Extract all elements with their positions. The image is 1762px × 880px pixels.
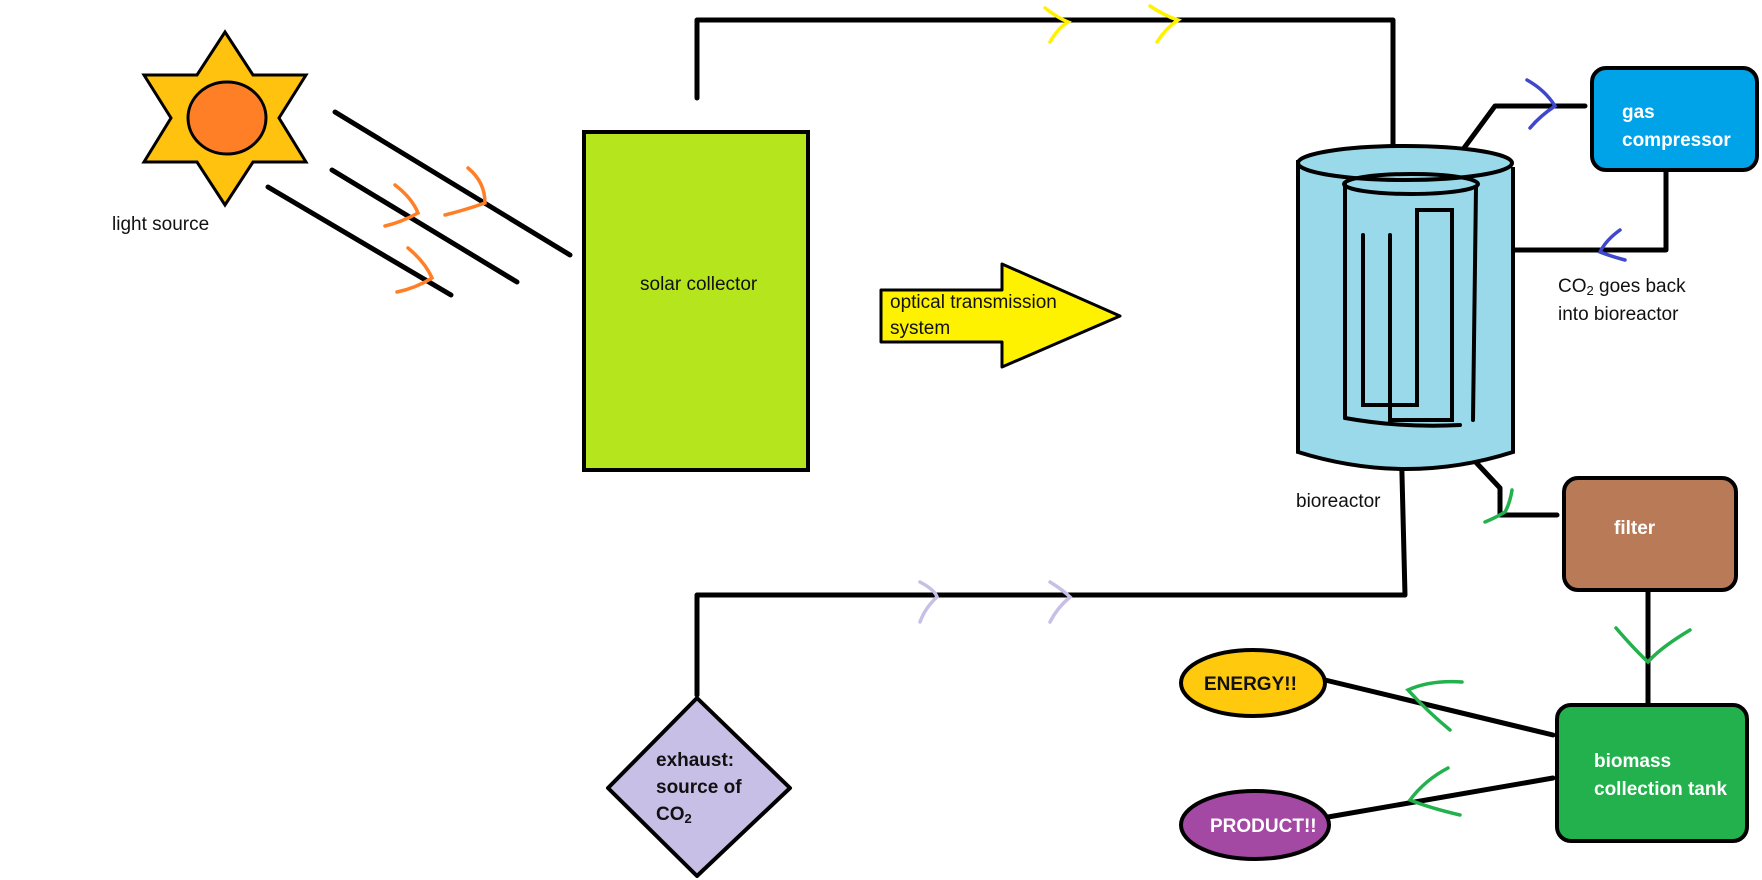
sun-icon <box>141 29 309 208</box>
product-flow-chevron <box>1407 766 1462 817</box>
tank-flow-chevron <box>1614 626 1692 665</box>
filter-flow-chevron <box>1483 488 1514 524</box>
gas-compressor-box <box>1590 66 1759 172</box>
line-co2-return <box>1502 167 1669 253</box>
biomass-tank-label-1: biomass <box>1594 751 1671 772</box>
exhaust-label-1: exhaust: <box>656 750 734 771</box>
light-ray-3 <box>265 184 454 298</box>
biomass-tank-label-2: collection tank <box>1594 779 1727 800</box>
exhaust-flow-chevron-1 <box>918 580 939 624</box>
line-to-filter <box>1453 438 1560 518</box>
exhaust-label-2: source of <box>656 777 742 798</box>
co2-return-label-1: CO2 goes back <box>1558 276 1686 298</box>
light-ray-2 <box>329 167 520 285</box>
energy-flow-chevron <box>1405 679 1464 732</box>
light-source-label: light source <box>112 214 209 235</box>
energy-label: ENERGY!! <box>1204 674 1297 695</box>
filter-box <box>1562 476 1738 592</box>
bioreactor-vessel <box>1296 144 1515 471</box>
product-label: PRODUCT!! <box>1210 816 1317 837</box>
co2-return-label-2: into bioreactor <box>1558 304 1679 325</box>
line-to-product <box>1325 775 1556 820</box>
optical-transmission-label-2: system <box>890 318 950 339</box>
light-ray-1 <box>332 109 573 258</box>
top-flow-chevron-1 <box>1043 6 1072 44</box>
sun-core <box>186 80 268 156</box>
biomass-tank-box <box>1555 703 1749 843</box>
bioreactor-top <box>1296 144 1514 182</box>
light-flow-chevron-1 <box>383 183 421 228</box>
product-ellipse <box>1179 789 1331 861</box>
top-flow-chevron-2 <box>1148 4 1183 44</box>
inner-tube-outline <box>1343 182 1478 422</box>
gas-compressor-label-1: gas <box>1622 102 1655 123</box>
optical-transmission-label-1: optical transmission <box>890 292 1057 313</box>
line-exhaust <box>694 432 1408 698</box>
solar-collector-label: solar collector <box>640 274 758 295</box>
light-flow-chevron-2 <box>443 166 487 217</box>
filter-label: filter <box>1614 518 1656 539</box>
exhaust-flow-chevron-2 <box>1048 580 1073 624</box>
serpentine-coil <box>1343 208 1462 428</box>
top-transmission-line <box>694 17 1396 188</box>
light-flow-chevron-3 <box>395 246 435 294</box>
exhaust-label-3: CO2 <box>656 804 692 826</box>
bioreactor-body <box>1296 160 1515 471</box>
line-to-energy <box>1322 677 1556 738</box>
gas-compressor-label-2: compressor <box>1622 130 1731 151</box>
energy-ellipse <box>1179 648 1327 718</box>
solar-collector-box <box>582 130 810 472</box>
compressor-flow-chevron <box>1525 78 1558 130</box>
exhaust-diamond <box>606 696 792 878</box>
co2-return-chevron <box>1597 228 1627 262</box>
bioreactor-label: bioreactor <box>1296 491 1381 512</box>
optical-transmission-arrow <box>879 262 1122 369</box>
